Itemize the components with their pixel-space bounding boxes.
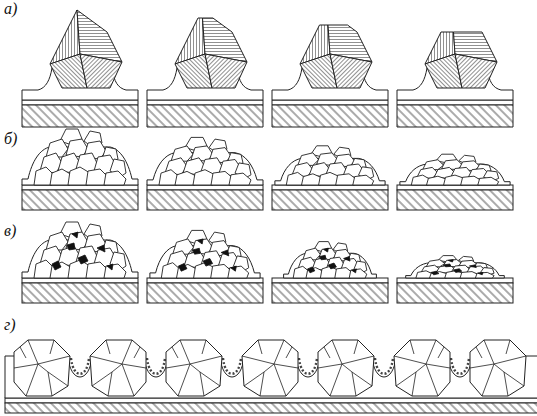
aggregate-stage — [397, 256, 513, 303]
abrasive-grain — [394, 340, 450, 396]
grain-cluster — [286, 146, 373, 185]
wheel-body — [272, 100, 388, 127]
grain-cluster — [34, 129, 126, 185]
single-grain-stage — [22, 10, 138, 127]
abrasive-grain — [242, 340, 298, 396]
aggregate-stage — [22, 222, 138, 303]
wheel-body — [397, 185, 513, 210]
abrasive-grain — [470, 340, 526, 396]
wheel-body — [22, 185, 138, 210]
grain-facet — [77, 10, 122, 62]
wheel-body — [397, 100, 513, 127]
aggregate-stage — [272, 242, 388, 303]
abrasive-grain — [318, 340, 374, 396]
grain-cluster — [411, 154, 498, 185]
row-label: г) — [4, 316, 16, 334]
grain-facet — [205, 54, 247, 88]
wheel-body — [147, 100, 263, 127]
wheel-body — [147, 185, 263, 210]
grain-facet — [330, 54, 372, 88]
grain-aggregate — [416, 256, 494, 278]
polycrystal-stage — [22, 129, 138, 210]
single-grain-stage — [272, 25, 388, 127]
wheel-body — [397, 278, 513, 303]
wheel-body — [147, 278, 263, 303]
single-grain-stage — [397, 32, 513, 127]
wheel-body — [22, 278, 138, 303]
row-label: в) — [4, 222, 16, 240]
grain-aggregate — [293, 242, 367, 278]
polycrystal-stage — [272, 146, 388, 210]
row-label: а) — [4, 0, 17, 18]
grain-aggregate — [34, 222, 126, 278]
row-label: б) — [4, 130, 17, 148]
grain-facet — [80, 54, 122, 88]
wheel-body — [272, 185, 388, 210]
grain-facet — [455, 54, 497, 88]
wheel-body — [22, 100, 138, 127]
wheel-body — [5, 398, 537, 403]
wheel-body — [5, 403, 537, 413]
grain-aggregate — [161, 230, 248, 278]
single-grain-stage — [147, 18, 263, 127]
abrasive-grain — [166, 340, 222, 396]
polycrystal-stage — [147, 137, 263, 210]
abrasive-grain — [90, 340, 146, 396]
aggregate-stage — [147, 230, 263, 303]
abrasive-grain — [14, 340, 70, 396]
polycrystal-stage — [397, 154, 513, 210]
grain-cluster — [159, 137, 251, 185]
wheel-body — [272, 278, 388, 303]
wheel-surface-strip — [5, 340, 537, 413]
